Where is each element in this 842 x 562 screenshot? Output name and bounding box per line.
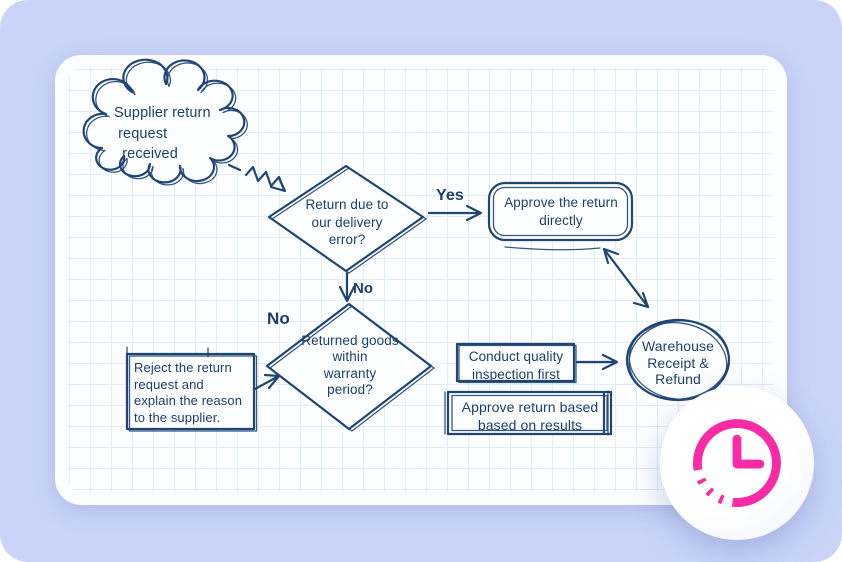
clock-badge [660, 386, 814, 540]
quality-inspection-label: Conduct quality inspection first [468, 349, 564, 382]
decision-warranty-label: Returned goods within warranty period? [301, 333, 399, 398]
warehouse-refund-label: Warehouse Receipt & Refund [642, 338, 714, 388]
clock-icon [693, 419, 781, 507]
start-cloud-label: Supplier return request received [114, 105, 211, 163]
edge-label-no-side: No [267, 309, 290, 328]
decision-delivery-label: Return due to our delivery error? [305, 197, 389, 248]
edge-label-no-down: No [353, 280, 374, 297]
reject-request-label: Reject the return request and explain th… [134, 360, 243, 425]
edge-label-yes: Yes [436, 187, 464, 204]
approve-results-label: Approve return based based on results [461, 399, 599, 434]
approve-direct-label: Approve the return directly [504, 195, 618, 228]
